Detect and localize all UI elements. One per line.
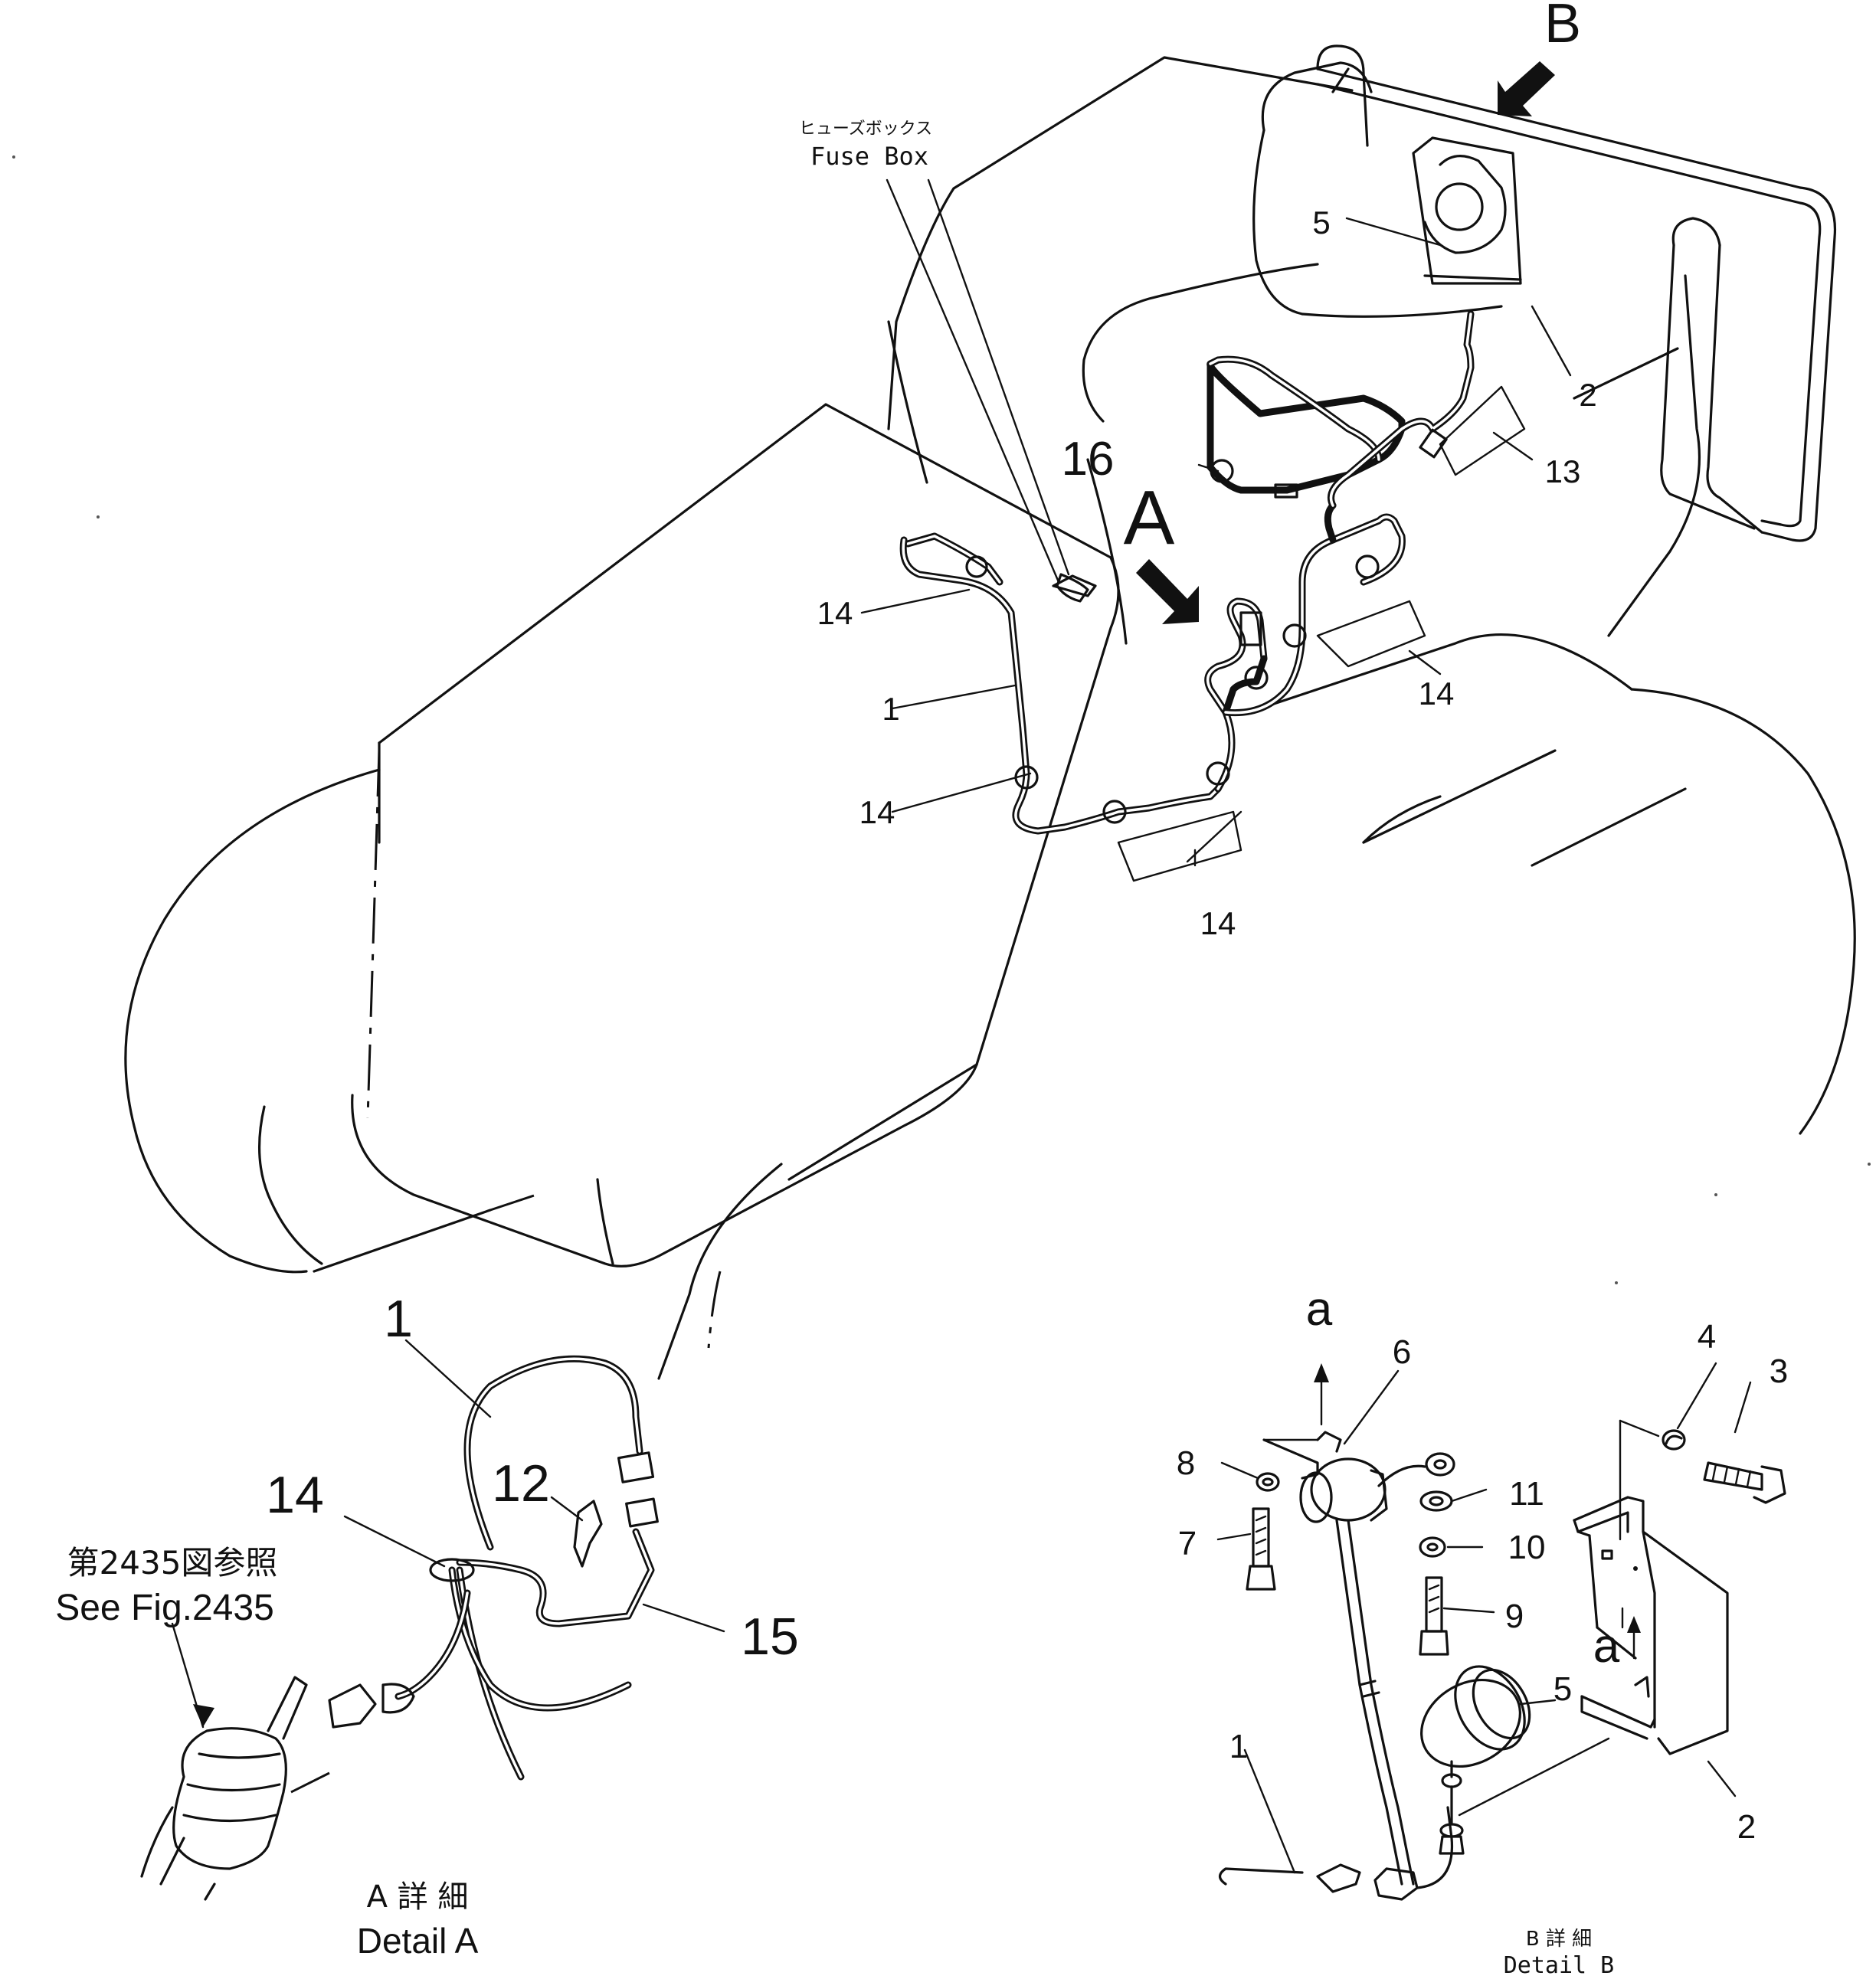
work-lamp-main — [1412, 136, 1522, 285]
callout-main-14a: 14 — [817, 595, 853, 631]
callout-detail-b-10: 10 — [1508, 1529, 1546, 1566]
callout-detail-b-3: 3 — [1770, 1353, 1788, 1390]
callout-main-14c: 14 — [859, 794, 895, 830]
callout-detail-a-12: 12 — [492, 1454, 550, 1513]
detail-b-caption-jp: B 詳 細 — [1526, 1928, 1592, 1951]
view-marker-sub-a-top: a — [1306, 1283, 1333, 1336]
callout-detail-b-5: 5 — [1554, 1670, 1572, 1708]
callout-main-1: 1 — [882, 691, 899, 727]
see-fig-label-jp: 第2435図参照 — [67, 1544, 278, 1582]
scan-specks — [12, 155, 1871, 1284]
callout-detail-b-2: 2 — [1737, 1808, 1756, 1846]
view-arrow-b — [1498, 61, 1555, 116]
callout-detail-b-8: 8 — [1177, 1444, 1195, 1482]
labels: ヒューズボックス Fuse Box B A 5 2 16 13 14 1 14 … — [55, 0, 1788, 1979]
see-fig-label-en: See Fig.2435 — [55, 1588, 274, 1628]
fuse-box-label-jp: ヒューズボックス — [799, 119, 932, 139]
callout-main-5: 5 — [1312, 204, 1330, 240]
leader-lines-main — [860, 178, 1572, 882]
callout-detail-b-1: 1 — [1229, 1728, 1248, 1765]
view-marker-b: B — [1544, 0, 1581, 54]
view-marker-sub-a-side: a — [1593, 1620, 1620, 1673]
view-arrow-a — [1136, 559, 1199, 624]
detail-a — [140, 1339, 725, 1901]
detail-a-caption-jp: A 詳 細 — [367, 1879, 469, 1915]
main-harness — [899, 310, 1475, 835]
callout-detail-a-14: 14 — [266, 1466, 324, 1524]
callout-main-2: 2 — [1579, 377, 1596, 413]
detail-b — [1216, 1362, 1786, 1901]
callout-main-16: 16 — [1062, 433, 1115, 486]
callout-main-13: 13 — [1545, 453, 1581, 489]
callout-detail-b-6: 6 — [1393, 1333, 1411, 1371]
callout-main-14d: 14 — [1200, 905, 1236, 941]
callout-main-14b: 14 — [1419, 675, 1455, 711]
machine-body — [124, 44, 1856, 1380]
callout-detail-a-15: 15 — [741, 1608, 799, 1666]
callout-detail-b-7: 7 — [1178, 1525, 1197, 1562]
callout-detail-b-4: 4 — [1698, 1318, 1716, 1356]
fuse-box-label-en: Fuse Box — [810, 142, 928, 171]
view-marker-a: A — [1124, 475, 1175, 561]
detail-b-caption-en: Detail B — [1504, 1952, 1615, 1979]
callout-detail-b-9: 9 — [1505, 1598, 1524, 1635]
callout-detail-a-1: 1 — [384, 1290, 413, 1348]
callout-detail-b-11: 11 — [1509, 1475, 1544, 1513]
detail-a-caption-en: Detail A — [357, 1921, 479, 1961]
